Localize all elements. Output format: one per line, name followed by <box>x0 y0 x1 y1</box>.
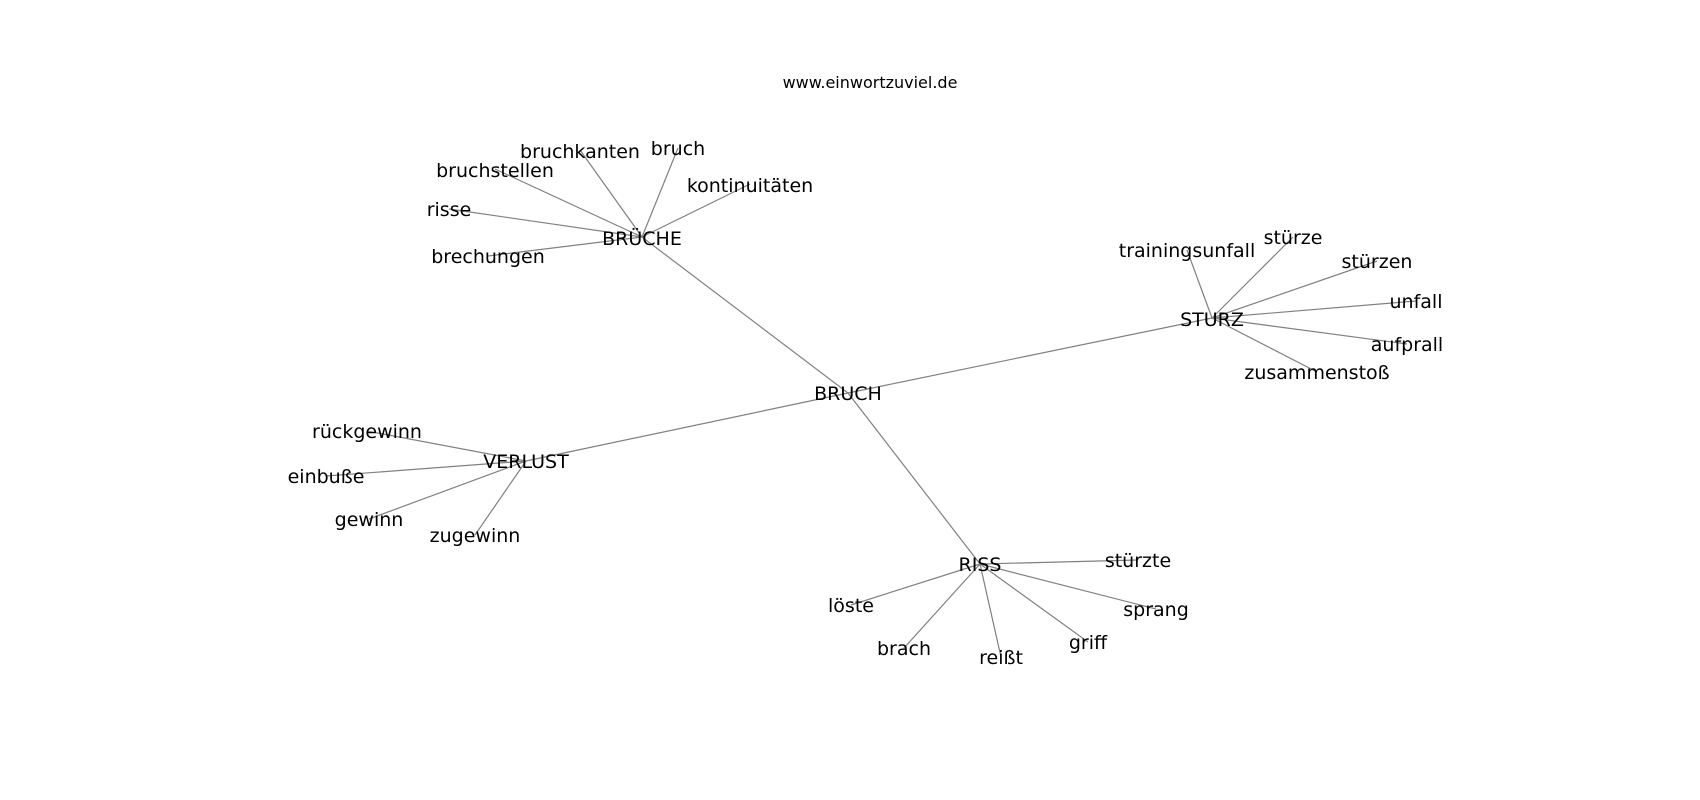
node-word-griff: griff <box>1069 632 1108 654</box>
node-word-gewinn: gewinn <box>335 509 404 531</box>
edge-riss-griff <box>979 563 1089 643</box>
edge-verlust-gewinn <box>368 460 527 520</box>
node-word-trainingsunfall: trainingsunfall <box>1119 240 1255 262</box>
node-word-rueckgewinn: rückgewinn <box>312 421 422 443</box>
node-word-kontinuitaeten: kontinuitäten <box>687 175 813 197</box>
edge-brueche-risse <box>448 208 643 238</box>
node-hub-riss: RISS <box>959 554 1002 576</box>
edge-sturz-unfall <box>1211 300 1417 319</box>
edge-root-sturz <box>847 317 1213 394</box>
edge-riss-loeste <box>850 563 981 606</box>
node-word-brechungen: brechungen <box>431 246 545 268</box>
edge-root-brueche <box>641 236 849 394</box>
node-word-brach: brach <box>877 638 931 660</box>
node-word-sprang: sprang <box>1123 599 1189 621</box>
node-word-stuerze: stürze <box>1264 227 1323 249</box>
node-word-bruchkanten: bruchkanten <box>520 141 640 163</box>
edge-root-riss <box>847 392 981 565</box>
edge-riss-brach <box>903 563 981 649</box>
edge-root-verlust <box>525 392 849 462</box>
edges-layer <box>325 147 1417 658</box>
node-hub-sturz: STURZ <box>1180 309 1244 331</box>
node-word-unfall: unfall <box>1390 291 1443 313</box>
edge-riss-reisst <box>979 563 1002 658</box>
node-word-bruch: bruch <box>651 138 705 160</box>
edge-sturz-trainingsunfall <box>1186 249 1213 319</box>
edge-sturz-zusammenstoss <box>1211 317 1318 373</box>
edge-brueche-bruch <box>641 147 679 238</box>
edge-brueche-bruchkanten <box>579 149 643 238</box>
node-word-stuerzen: stürzen <box>1342 251 1413 273</box>
edge-brueche-brechungen <box>487 236 643 257</box>
edge-verlust-zugewinn <box>474 460 527 536</box>
node-hub-verlust: VERLUST <box>483 451 569 473</box>
edge-sturz-stuerze <box>1211 236 1294 319</box>
edge-riss-stuerzte <box>979 559 1139 565</box>
node-word-bruchstellen: bruchstellen <box>436 160 554 182</box>
node-word-zugewinn: zugewinn <box>430 525 521 547</box>
node-word-loeste: löste <box>828 595 874 617</box>
node-word-einbusse: einbuße <box>288 466 365 488</box>
node-word-aufprall: aufprall <box>1371 334 1443 356</box>
edge-sturz-stuerzen <box>1211 260 1378 319</box>
edge-brueche-kontinuitaeten <box>641 183 751 238</box>
edge-verlust-einbusse <box>325 460 527 477</box>
node-word-stuerzte: stürzte <box>1105 550 1171 572</box>
node-hub-brueche: BRÜCHE <box>602 227 682 250</box>
site-url: www.einwortzuviel.de <box>783 73 958 92</box>
edge-brueche-bruchstellen <box>494 168 643 238</box>
edge-riss-sprang <box>979 563 1157 610</box>
node-word-reisst: reißt <box>979 647 1023 669</box>
edge-sturz-aufprall <box>1211 317 1408 345</box>
edge-verlust-rueckgewinn <box>366 430 527 462</box>
node-word-zusammenstoss: zusammenstoß <box>1244 362 1389 384</box>
node-word-risse: risse <box>427 199 472 221</box>
node-root: BRUCH <box>814 383 882 405</box>
